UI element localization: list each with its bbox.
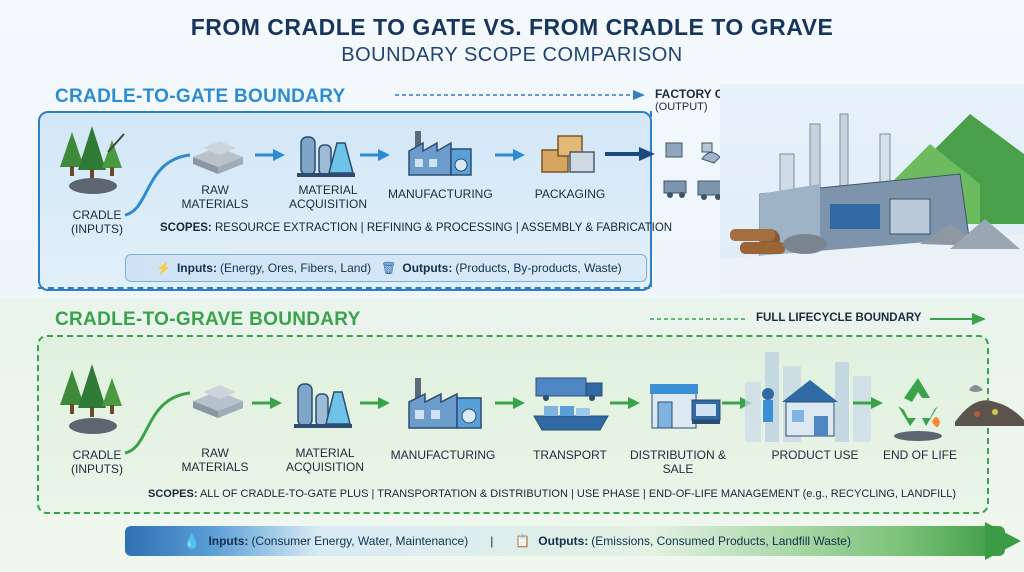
- house-person-icon: [756, 372, 846, 442]
- gate-io-bar: ⚡ Inputs: (Energy, Ores, Fibers, Land) 🗑…: [125, 254, 647, 282]
- gate-arrow-3: [495, 149, 525, 161]
- gate-scopes: SCOPES: RESOURCE EXTRACTION | REFINING &…: [160, 222, 672, 234]
- grave-step-distribution-sale: DISTRIBUTION & SALE: [629, 448, 726, 476]
- gate-step-raw-materials: RAW MATERIALS: [181, 183, 249, 211]
- trash-icon: 🗑: [381, 261, 397, 275]
- grave-scopes: SCOPES: ALL OF CRADLE-TO-GATE PLUS | TRA…: [148, 488, 956, 500]
- gate-inputs-label: Inputs:: [176, 261, 217, 275]
- lightning-icon: ⚡: [156, 261, 171, 275]
- store-icon: [648, 378, 723, 436]
- gate-cradle-label: CRADLE: [72, 208, 122, 222]
- forest-icon-grave: [58, 360, 128, 440]
- factory-gate-sublabel: (OUTPUT): [655, 101, 708, 113]
- landfill-icon: [955, 385, 1024, 426]
- grave-io-separator: |: [490, 534, 494, 548]
- grave-section-title: CRADLE-TO-GRAVE BOUNDARY: [55, 309, 361, 330]
- grave-arrow-2: [360, 397, 390, 409]
- factory-gate-arrow: [395, 90, 645, 100]
- grave-cradle-sublabel: (INPUTS): [71, 462, 123, 476]
- grave-inputs-text: (Consumer Energy, Water, Maintenance): [251, 534, 469, 548]
- gate-outputs-text: (Products, By-products, Waste): [455, 261, 622, 275]
- refinery-icon-grave: [292, 372, 354, 432]
- gate-section-title: CRADLE-TO-GATE BOUNDARY: [55, 86, 346, 107]
- grave-step-material-acquisition: MATERIAL ACQUISITION: [285, 446, 364, 474]
- grave-io-bar: 💧 Inputs: (Consumer Energy, Water, Maint…: [125, 526, 1005, 556]
- factory-icon: [405, 125, 475, 180]
- gate-step-manufacturing: MANUFACTURING: [388, 187, 493, 201]
- grave-step-end-of-life: END OF LIFE: [882, 448, 957, 462]
- grave-io-arrowhead: [985, 522, 1021, 560]
- gate-curve-connector: [124, 153, 191, 217]
- boxes-icon: [538, 128, 598, 178]
- grave-step-transport: TRANSPORT: [533, 448, 607, 462]
- grave-outputs-text: (Emissions, Consumed Products, Landfill …: [591, 534, 851, 548]
- gate-exit-arrow: [605, 147, 655, 161]
- gate-cradle-sublabel: (INPUTS): [71, 222, 123, 236]
- factory-icon-grave: [405, 372, 485, 432]
- grave-scopes-text: ALL OF CRADLE-TO-GATE PLUS | TRANSPORTAT…: [197, 488, 957, 500]
- grave-scopes-label: SCOPES:: [148, 488, 198, 500]
- grave-arrow-3: [495, 397, 525, 409]
- gate-dashed-edge-right: [646, 111, 652, 287]
- grave-curve-connector: [124, 391, 191, 455]
- grave-arrow-4: [610, 397, 640, 409]
- grave-step-raw-materials: RAW MATERIALS: [181, 446, 249, 474]
- gate-outputs-label: Outputs:: [402, 261, 453, 275]
- full-lifecycle-label: FULL LIFECYCLE BOUNDARY: [756, 312, 922, 324]
- gate-step-material-acquisition: MATERIAL ACQUISITION: [288, 183, 367, 211]
- water-drop-icon: 💧: [183, 532, 201, 549]
- grave-inputs-label: Inputs:: [208, 534, 249, 548]
- gate-arrow-1: [255, 149, 285, 161]
- gate-arrow-2: [360, 149, 390, 161]
- truck-ship-icon: [532, 374, 612, 434]
- grave-cradle-label: CRADLE: [72, 448, 122, 462]
- grave-step-product-use: PRODUCT USE: [771, 448, 859, 462]
- page-subtitle: BOUNDARY SCOPE COMPARISON: [341, 44, 683, 66]
- grave-outputs-label: Outputs:: [538, 534, 589, 548]
- clipboard-icon: 📋: [515, 534, 531, 548]
- gate-step-packaging: PACKAGING: [534, 187, 606, 201]
- factory-illustration: [720, 84, 1024, 294]
- page-title: FROM CRADLE TO GATE VS. FROM CRADLE TO G…: [190, 14, 834, 40]
- grave-step-manufacturing: MANUFACTURING: [390, 448, 496, 462]
- gate-dashed-edge: [38, 283, 650, 289]
- gate-scopes-label: SCOPES:: [160, 222, 212, 234]
- gate-scopes-text: RESOURCE EXTRACTION | REFINING & PROCESS…: [211, 222, 673, 234]
- raw-materials-icon-grave: [188, 376, 248, 421]
- grave-arrow-6: [853, 397, 883, 409]
- raw-materials-icon: [188, 132, 248, 177]
- refinery-icon: [295, 125, 357, 180]
- forest-icon: [58, 122, 128, 202]
- gate-inputs-text: (Energy, Ores, Fibers, Land): [219, 261, 372, 275]
- full-lifecycle-arrow-right: [930, 313, 986, 325]
- recycle-icon: [888, 372, 948, 442]
- grave-arrow-1: [252, 397, 282, 409]
- full-lifecycle-arrow-left: [650, 318, 748, 320]
